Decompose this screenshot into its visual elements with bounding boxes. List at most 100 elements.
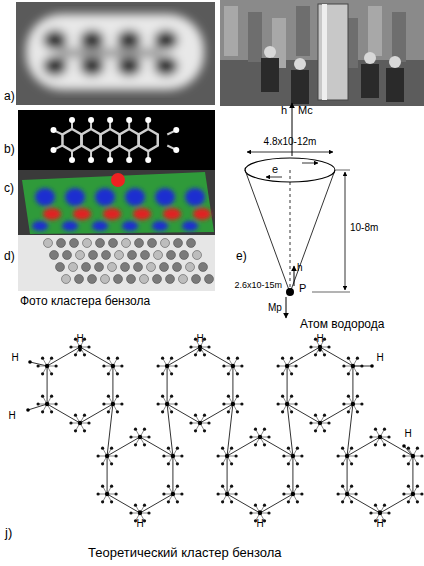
- electron-dot: [296, 500, 299, 503]
- orbital-lobe-blue: [92, 221, 108, 231]
- electron-dot: [170, 357, 173, 360]
- electron-dot: [221, 485, 224, 488]
- electron-dot: [107, 410, 110, 413]
- orbital-lobe-blue: [32, 221, 48, 231]
- dimension-label: Mp: [268, 302, 282, 313]
- photo-highlight: [322, 4, 327, 100]
- photo-body: [261, 58, 279, 92]
- electron-dot: [176, 500, 179, 503]
- caption-label: d): [3, 250, 16, 263]
- bond-line: [352, 366, 353, 404]
- atom-ball: [122, 239, 131, 248]
- electron-dot: [387, 435, 390, 438]
- electron-dot: [230, 462, 233, 465]
- spin-arrow: [292, 103, 293, 156]
- electron-dot: [350, 462, 353, 465]
- atom-ball: [69, 263, 78, 272]
- atom-ball: [173, 263, 182, 272]
- hydrogen-ball: [69, 117, 75, 123]
- bond-line: [167, 366, 168, 404]
- dimension-label: H: [196, 333, 203, 344]
- electron-dot: [41, 372, 44, 375]
- bond-line: [167, 347, 200, 366]
- dimension-label: H: [76, 333, 83, 344]
- electron-dot: [416, 485, 419, 488]
- electron-dot: [294, 364, 297, 367]
- photo-equipment: [392, 12, 406, 62]
- electron-dot: [383, 504, 386, 507]
- electron-dot: [216, 492, 219, 495]
- electron-dot: [36, 364, 39, 367]
- orbital-lobe-blue: [65, 188, 85, 206]
- electron-dot: [263, 504, 266, 507]
- caption-label: Атом водорода: [300, 318, 384, 331]
- electron-dot: [356, 410, 359, 413]
- electron-dot: [407, 462, 410, 465]
- atom-ball: [205, 275, 214, 284]
- atom-ball: [135, 239, 144, 248]
- atom-ball: [140, 275, 149, 284]
- carbon-dot: [231, 402, 235, 406]
- electron-dot: [276, 402, 279, 405]
- carbon-dot: [258, 435, 262, 439]
- electron-dot: [50, 372, 53, 375]
- carbon-dot: [171, 454, 175, 458]
- bond-line: [287, 404, 293, 456]
- electron-dot: [360, 402, 363, 405]
- bond-line: [227, 437, 260, 456]
- atom-ball: [101, 275, 110, 284]
- orbital-lobe-blue: [185, 188, 205, 206]
- electron-dot: [129, 435, 132, 438]
- electron-dot: [341, 447, 344, 450]
- electron-dot: [407, 500, 410, 503]
- electron-dot: [383, 443, 386, 446]
- electron-dot: [240, 364, 243, 367]
- ring-bond: [120, 129, 139, 151]
- electron-dot: [416, 462, 419, 465]
- carbon-dot: [345, 492, 349, 496]
- hydrogen-ball: [145, 157, 151, 163]
- bond-line: [320, 347, 353, 366]
- stm-spot: [117, 30, 141, 50]
- proton-moment-arrow: [286, 297, 287, 318]
- dimension-label: h: [281, 104, 287, 116]
- atom-ball: [88, 275, 97, 284]
- electron-dot: [230, 485, 233, 488]
- electron-dot: [341, 485, 344, 488]
- bond-line: [112, 366, 113, 404]
- hydrogen-ball: [107, 117, 113, 123]
- electron-dot: [356, 357, 359, 360]
- electron-dot: [114, 492, 117, 495]
- electron-dot: [323, 353, 326, 356]
- stm-image: [16, 2, 215, 105]
- dimension-label: 4.8x10-12m: [264, 136, 317, 147]
- hydrogen-dot: [28, 360, 32, 364]
- bond-line: [287, 404, 320, 423]
- electron-dot: [347, 372, 350, 375]
- electron-dot: [87, 421, 90, 424]
- hydrogen-dot: [370, 364, 374, 368]
- atom-ball: [83, 239, 92, 248]
- orbital-lobe-red: [43, 208, 61, 220]
- electron-dot: [96, 454, 99, 457]
- electron-dot: [116, 357, 119, 360]
- electron-dot: [174, 402, 177, 405]
- dimension-label: H: [11, 352, 18, 363]
- ring-bond: [139, 129, 158, 151]
- bond-line: [260, 494, 293, 513]
- hydrogen-ball: [50, 127, 56, 133]
- hydrogen-ball: [126, 117, 132, 123]
- electron-dot: [416, 447, 419, 450]
- electron-dot: [227, 372, 230, 375]
- electron-dot: [287, 462, 290, 465]
- stm-background: [16, 2, 215, 105]
- atom-ball: [89, 251, 98, 260]
- hydrogen-ball: [145, 117, 151, 123]
- dimension-label: h: [297, 262, 303, 273]
- electron-dot: [41, 395, 44, 398]
- electron-dot: [402, 454, 405, 457]
- electron-dot: [156, 402, 159, 405]
- electron-dot: [236, 395, 239, 398]
- electron-dot: [290, 372, 293, 375]
